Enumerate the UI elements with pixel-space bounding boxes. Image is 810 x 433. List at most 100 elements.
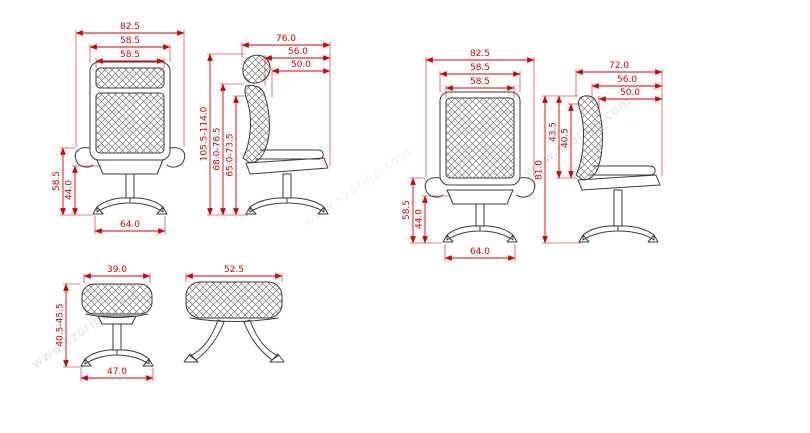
dim-cushion-depth: 52.5 — [185, 265, 283, 282]
dim-label: 43.5 — [549, 122, 559, 142]
base-leg — [96, 197, 131, 213]
base-foot — [442, 234, 454, 243]
dim-label: 58.5 — [120, 50, 140, 60]
dim-cushion-width: 58.5 — [445, 77, 515, 98]
backrest-outline — [439, 91, 521, 186]
dim-cushion-width: 58.5 — [95, 50, 165, 68]
dim-height-range: 40.5-45.5 — [56, 283, 83, 368]
chair2-side-view: 72.0 56.0 50.0 81.0 43.5 — [535, 61, 663, 244]
ottoman-side-view: 52.5 — [183, 265, 285, 363]
back-cushion — [445, 97, 515, 179]
frame — [97, 315, 137, 325]
base-leg — [582, 225, 619, 241]
dim-cushion-width: 39.0 — [83, 265, 151, 283]
headrest-cushion — [95, 67, 165, 89]
base-foot — [245, 206, 257, 215]
dim-label: 81.0 — [535, 160, 545, 180]
dim-back-depth: 56.0 — [264, 47, 331, 86]
base-foot — [80, 358, 92, 367]
dim-seat-height: 44.0 — [415, 195, 451, 244]
chair1-side-dimensions: 76.0 56.0 50.0 105.5-114.0 68.0 — [200, 34, 331, 216]
dim-label: 40.5 — [561, 128, 571, 148]
ottoman-side-art — [183, 281, 285, 363]
backrest — [575, 95, 603, 181]
dim-label: 52.5 — [224, 265, 244, 275]
base-leg — [446, 225, 481, 241]
dim-height-upper: 68.0-76.5 — [213, 83, 244, 216]
base-foot — [92, 206, 104, 215]
dim-back-height-inner: 40.5 — [561, 103, 579, 179]
dim-base-width: 64.0 — [94, 216, 166, 234]
chair2-side-dimensions: 72.0 56.0 50.0 81.0 43.5 — [535, 61, 663, 244]
seat — [577, 174, 661, 191]
dim-overall-height: 81.0 — [535, 95, 581, 244]
base-leg — [286, 197, 325, 213]
stem — [282, 173, 292, 199]
ottoman-side-dimensions: 52.5 — [185, 265, 283, 282]
chair1-side-view: 76.0 56.0 50.0 105.5-114.0 68.0 — [200, 34, 331, 216]
base-leg — [479, 225, 514, 241]
left-armrest — [424, 177, 444, 198]
dim-label: 44.0 — [65, 180, 75, 200]
dim-overall-width: 82.5 — [75, 22, 185, 147]
dim-seat-depth: 50.0 — [598, 88, 663, 112]
base-foot — [578, 234, 590, 243]
dim-label: 72.0 — [609, 61, 629, 71]
stem — [112, 323, 122, 351]
stem — [475, 203, 485, 227]
base-foot — [269, 353, 285, 363]
stem — [125, 173, 135, 199]
dim-label: 58.5 — [52, 171, 62, 191]
chair1-side-art — [242, 54, 329, 215]
chair2-front-view: 82.5 58.5 58.5 58.5 — [402, 49, 536, 261]
base-foot — [156, 206, 168, 215]
dim-label: 65.0-73.5 — [226, 133, 236, 176]
right-armrest — [166, 147, 186, 168]
dim-label: 56.0 — [617, 75, 637, 85]
dim-label: 39.0 — [107, 265, 127, 275]
dim-base-width: 47.0 — [80, 367, 154, 381]
dim-seat-height: 44.0 — [65, 165, 101, 216]
base-foot — [142, 358, 154, 367]
dim-label: 50.0 — [291, 60, 311, 70]
cushion — [81, 283, 153, 315]
dim-label: 64.0 — [120, 220, 140, 230]
armrest — [255, 149, 324, 160]
seat — [245, 157, 329, 175]
dim-label: 58.5 — [470, 77, 490, 87]
dim-label: 68.0-76.5 — [213, 127, 223, 170]
dim-overall-width: 82.5 — [425, 49, 535, 177]
dim-label: 105.5-114.0 — [200, 106, 210, 161]
dim-label: 58.5 — [470, 63, 490, 73]
base-foot — [647, 234, 659, 243]
headrest — [242, 54, 271, 84]
leg — [243, 319, 279, 361]
leg — [189, 319, 225, 361]
chair1-front-view: 82.5 58.5 58.5 58.5 — [52, 22, 186, 234]
dim-back-width: 58.5 — [439, 63, 521, 92]
dim-label: 58.5 — [120, 36, 140, 46]
chair1-front-art — [74, 61, 186, 215]
cushion — [185, 281, 283, 319]
back-cushion — [95, 92, 165, 154]
cushion-underside — [189, 317, 279, 322]
dim-label: 56.0 — [288, 47, 308, 57]
base-leg — [617, 225, 655, 241]
ottoman-front-art — [80, 283, 154, 367]
dim-label: 82.5 — [120, 22, 140, 32]
chair2-side-art — [575, 95, 661, 243]
right-armrest — [516, 177, 536, 198]
chair1-front-dimensions: 82.5 58.5 58.5 58.5 — [52, 22, 185, 234]
dim-label: 44.0 — [415, 209, 425, 229]
dim-label: 58.5 — [402, 200, 412, 220]
chair2-front-art — [424, 91, 536, 243]
dim-overall-height: 105.5-114.0 — [200, 53, 248, 216]
chair2-front-dimensions: 82.5 58.5 58.5 58.5 — [402, 49, 535, 261]
stem — [613, 189, 623, 227]
dim-label: 47.0 — [107, 367, 127, 377]
dim-back-depth: 56.0 — [591, 75, 663, 100]
dim-height-lower: 65.0-73.5 — [226, 95, 246, 216]
dim-seat-depth: 50.0 — [271, 60, 331, 97]
watermark-text: www.szorigo.com — [301, 144, 415, 230]
